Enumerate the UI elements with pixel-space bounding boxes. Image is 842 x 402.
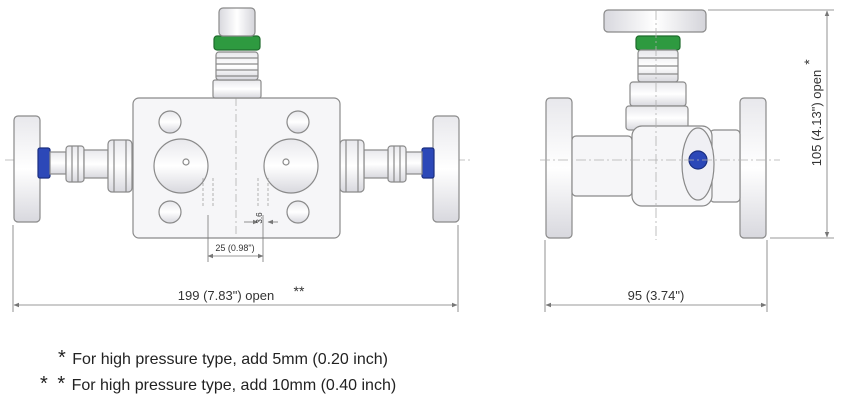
- side-left-flange: [545, 97, 573, 239]
- right-flange: [432, 115, 460, 223]
- side-height-label: 105 (4.13") open: [809, 70, 824, 166]
- port-right: [263, 138, 319, 194]
- footnote-text: For high pressure type, add 5mm (0.20 in…: [72, 351, 388, 368]
- side-green-band: [635, 35, 681, 51]
- right-nut-1: [387, 145, 407, 183]
- right-fitting-1: [405, 151, 423, 175]
- mounting-hole: [286, 200, 310, 224]
- left-nut-2: [107, 139, 133, 193]
- footnote-text: For high pressure type, add 10mm (0.40 i…: [71, 377, 397, 394]
- left-nut-1: [65, 145, 85, 183]
- left-fitting-2: [83, 149, 109, 179]
- left-fitting-1: [49, 151, 67, 175]
- front-width-marker: **: [294, 283, 305, 299]
- stem-packing: [215, 51, 259, 81]
- right-nut-2: [339, 139, 365, 193]
- stem-base: [212, 79, 262, 99]
- side-width-label: 95 (3.74"): [628, 288, 685, 303]
- stem-handle-top: [218, 7, 256, 37]
- side-stem-nut: [629, 81, 687, 107]
- front-width-dimension: [12, 225, 459, 312]
- side-body-left: [571, 135, 633, 197]
- side-height-dimension: [708, 9, 834, 239]
- front-small-dims: [207, 215, 278, 262]
- handle-bar: [603, 9, 707, 33]
- small-dim-label: 3.6: [255, 212, 264, 224]
- footnote-marker: * *: [40, 373, 68, 395]
- side-width-dimension: [544, 240, 768, 312]
- side-height-marker: *: [801, 59, 817, 65]
- right-fitting-2: [363, 149, 389, 179]
- footnote-marker: *: [58, 347, 68, 369]
- green-band: [213, 35, 261, 51]
- front-view: [5, 7, 470, 239]
- port-spacing-label: 25 (0.98"): [215, 243, 254, 253]
- front-width-label: 199 (7.83") open: [178, 288, 274, 303]
- mounting-hole: [286, 110, 310, 134]
- port-left: [153, 138, 209, 194]
- mounting-hole: [158, 110, 182, 134]
- footnote-single-star: * For high pressure type, add 5mm (0.20 …: [58, 347, 388, 370]
- left-flange: [13, 115, 41, 223]
- side-right-flange: [739, 97, 767, 239]
- right-blue-cap: [421, 147, 435, 179]
- left-blue-cap: [37, 147, 51, 179]
- side-view: [545, 9, 767, 239]
- mounting-hole: [158, 200, 182, 224]
- footnote-double-star: * * For high pressure type, add 10mm (0.…: [40, 373, 396, 396]
